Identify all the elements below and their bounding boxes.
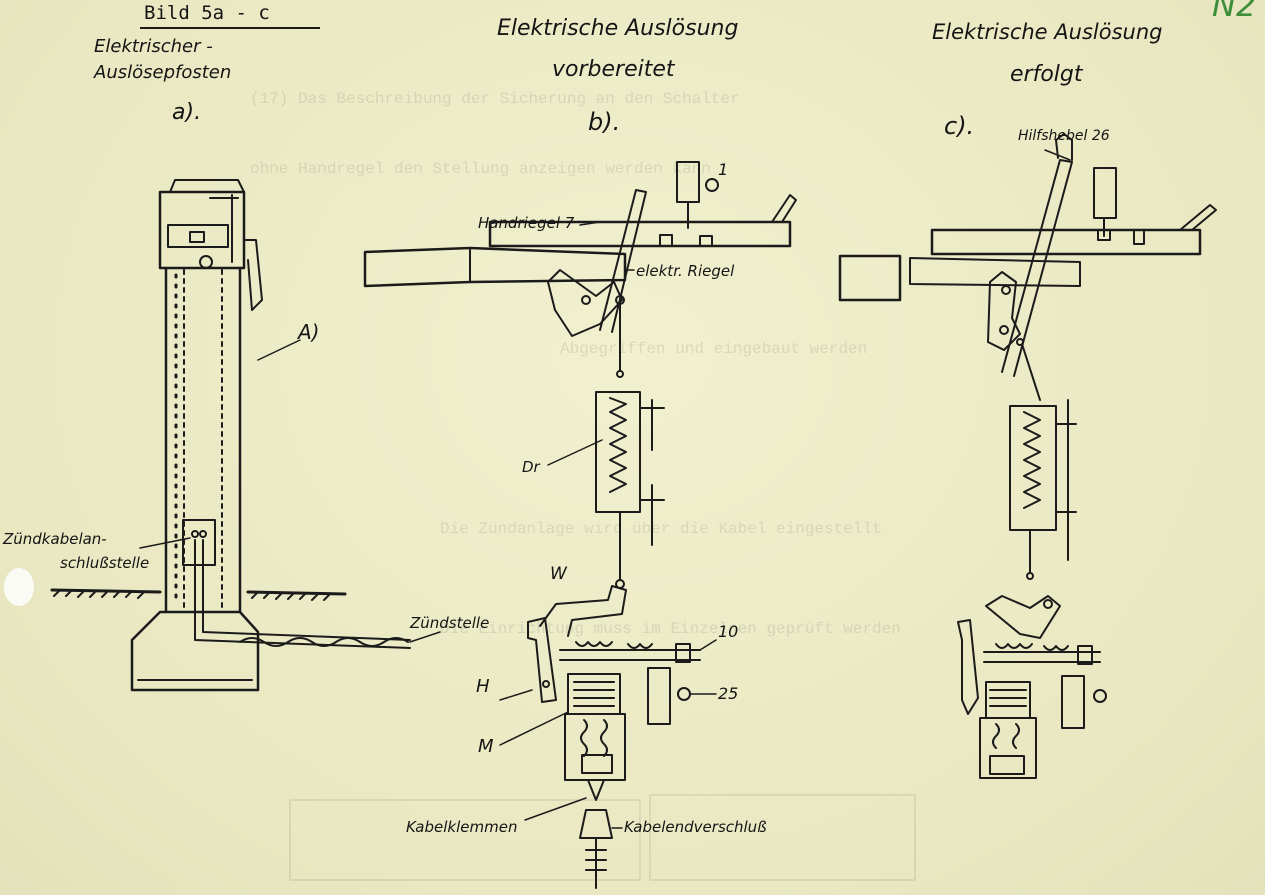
- label-cable-clamps: Kabelklemmen: [406, 818, 518, 836]
- bleed-through-drawing: [289, 794, 916, 881]
- fig-a-title-line1: Elektrischer -: [94, 36, 213, 57]
- label-spring-dr: Dr: [522, 458, 540, 476]
- label-ignition-cable-point-2: schlußstelle: [60, 554, 150, 572]
- label-cable-end-seal: Kabelendverschluß: [624, 818, 767, 836]
- label-hand-bolt: Handriegel 7: [478, 214, 575, 232]
- punch-hole: [4, 568, 34, 606]
- label-key-1: 1: [718, 160, 729, 179]
- fig-c-marker: c).: [944, 112, 975, 140]
- label-electric-bolt: elektr. Riegel: [636, 262, 735, 280]
- label-post-A: A): [298, 320, 320, 344]
- figure-c-triggered: [838, 133, 1217, 779]
- label-rod-10: 10: [718, 622, 739, 641]
- figure-b-prepared: [363, 161, 797, 889]
- fig-b-title-line2: vorbereitet: [552, 57, 675, 82]
- figure-number-underline: [140, 27, 320, 29]
- label-auxiliary-lever: Hilfshebel 26: [1018, 128, 1110, 144]
- fig-c-title-line1: Elektrische Auslösung: [932, 20, 1163, 44]
- label-w: W: [550, 564, 567, 584]
- label-ignition-point: Zündstelle: [410, 614, 490, 632]
- fig-a-marker: a).: [172, 100, 202, 125]
- label-ignition-cable-point-1: Zündkabelan-: [3, 530, 107, 548]
- fig-b-marker: b).: [588, 108, 621, 136]
- figure-number: Bild 5a - c: [144, 2, 270, 24]
- label-h: H: [476, 676, 490, 697]
- fig-c-title-line2: erfolgt: [1010, 62, 1083, 87]
- handwritten-mark: N2: [1212, 0, 1257, 24]
- label-m: M: [478, 736, 494, 757]
- figure-a-release-post: [50, 179, 441, 692]
- fig-b-title-line1: Elektrische Auslösung: [497, 16, 739, 41]
- label-key-25: 25: [718, 684, 739, 703]
- fig-a-title-line2: Auslösepfosten: [94, 62, 232, 83]
